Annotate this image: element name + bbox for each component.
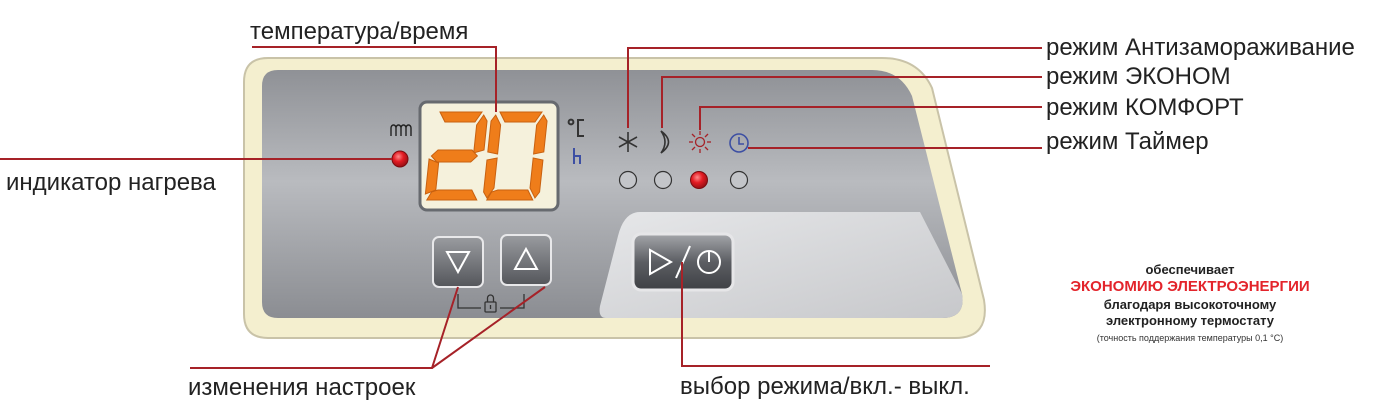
up-button[interactable] <box>500 234 552 286</box>
display-unit-celsius: °C <box>566 114 586 138</box>
heating-led <box>391 150 409 168</box>
display-digit-2 <box>424 111 488 201</box>
leader-settings <box>190 286 546 369</box>
label-mode-comfort: режим КОМФОРТ <box>1046 94 1244 121</box>
display-unit-hours: h <box>570 146 584 166</box>
power-icon <box>697 250 721 274</box>
label-mode-econom: режим ЭКОНОМ <box>1046 63 1231 90</box>
promo-block: обеспечивает ЭКОНОМИЮ ЭЛЕКТРОЭНЕРГИИ бла… <box>1010 262 1370 344</box>
leader-lines <box>0 46 1042 369</box>
triangle-down-icon <box>445 251 471 275</box>
leader-temp-time <box>252 46 497 112</box>
leader-econom <box>661 76 1042 128</box>
moon-icon <box>660 130 670 154</box>
label-mode-select: выбор режима/вкл.- выкл. <box>680 373 970 400</box>
display-readout: 20 <box>420 102 558 210</box>
leader-mode-select <box>681 262 990 367</box>
display-window <box>418 100 560 212</box>
promo-line1: обеспечивает <box>1145 262 1235 277</box>
leader-antifreeze <box>627 47 1042 128</box>
hours-unit-icon <box>573 148 581 164</box>
label-heating-indicator: индикатор нагрева <box>6 169 216 196</box>
leader-comfort <box>699 106 1042 130</box>
label-temp-time: температура/время <box>250 18 469 45</box>
sun-icon <box>689 131 711 153</box>
play-icon <box>649 248 674 276</box>
label-settings-change: изменения настроек <box>188 374 416 401</box>
promo-line2: ЭКОНОМИЮ ЭЛЕКТРОЭНЕРГИИ <box>1070 278 1310 296</box>
snowflake-icon <box>618 132 638 152</box>
led-timer <box>729 170 749 190</box>
promo-line4: электронному термостату <box>1105 313 1275 329</box>
promo-line3: благодаря высокоточному <box>1103 297 1277 312</box>
led-antifreeze <box>618 170 638 190</box>
label-mode-antifreeze: режим Антизамораживание <box>1046 34 1355 61</box>
led-econom <box>653 170 673 190</box>
heating-coil-icon <box>390 124 412 136</box>
lock-bracket <box>457 294 525 309</box>
down-button[interactable] <box>432 236 484 288</box>
promo-line5: (точность поддержания температуры 0,1 °С… <box>1096 332 1284 343</box>
celsius-unit-icon <box>567 118 584 137</box>
display-digit-0 <box>483 111 548 201</box>
label-mode-timer: режим Таймер <box>1046 128 1209 155</box>
clock-icon <box>729 133 749 153</box>
lock-icon <box>484 294 497 313</box>
led-comfort <box>690 171 708 189</box>
triangle-up-icon <box>513 246 539 270</box>
